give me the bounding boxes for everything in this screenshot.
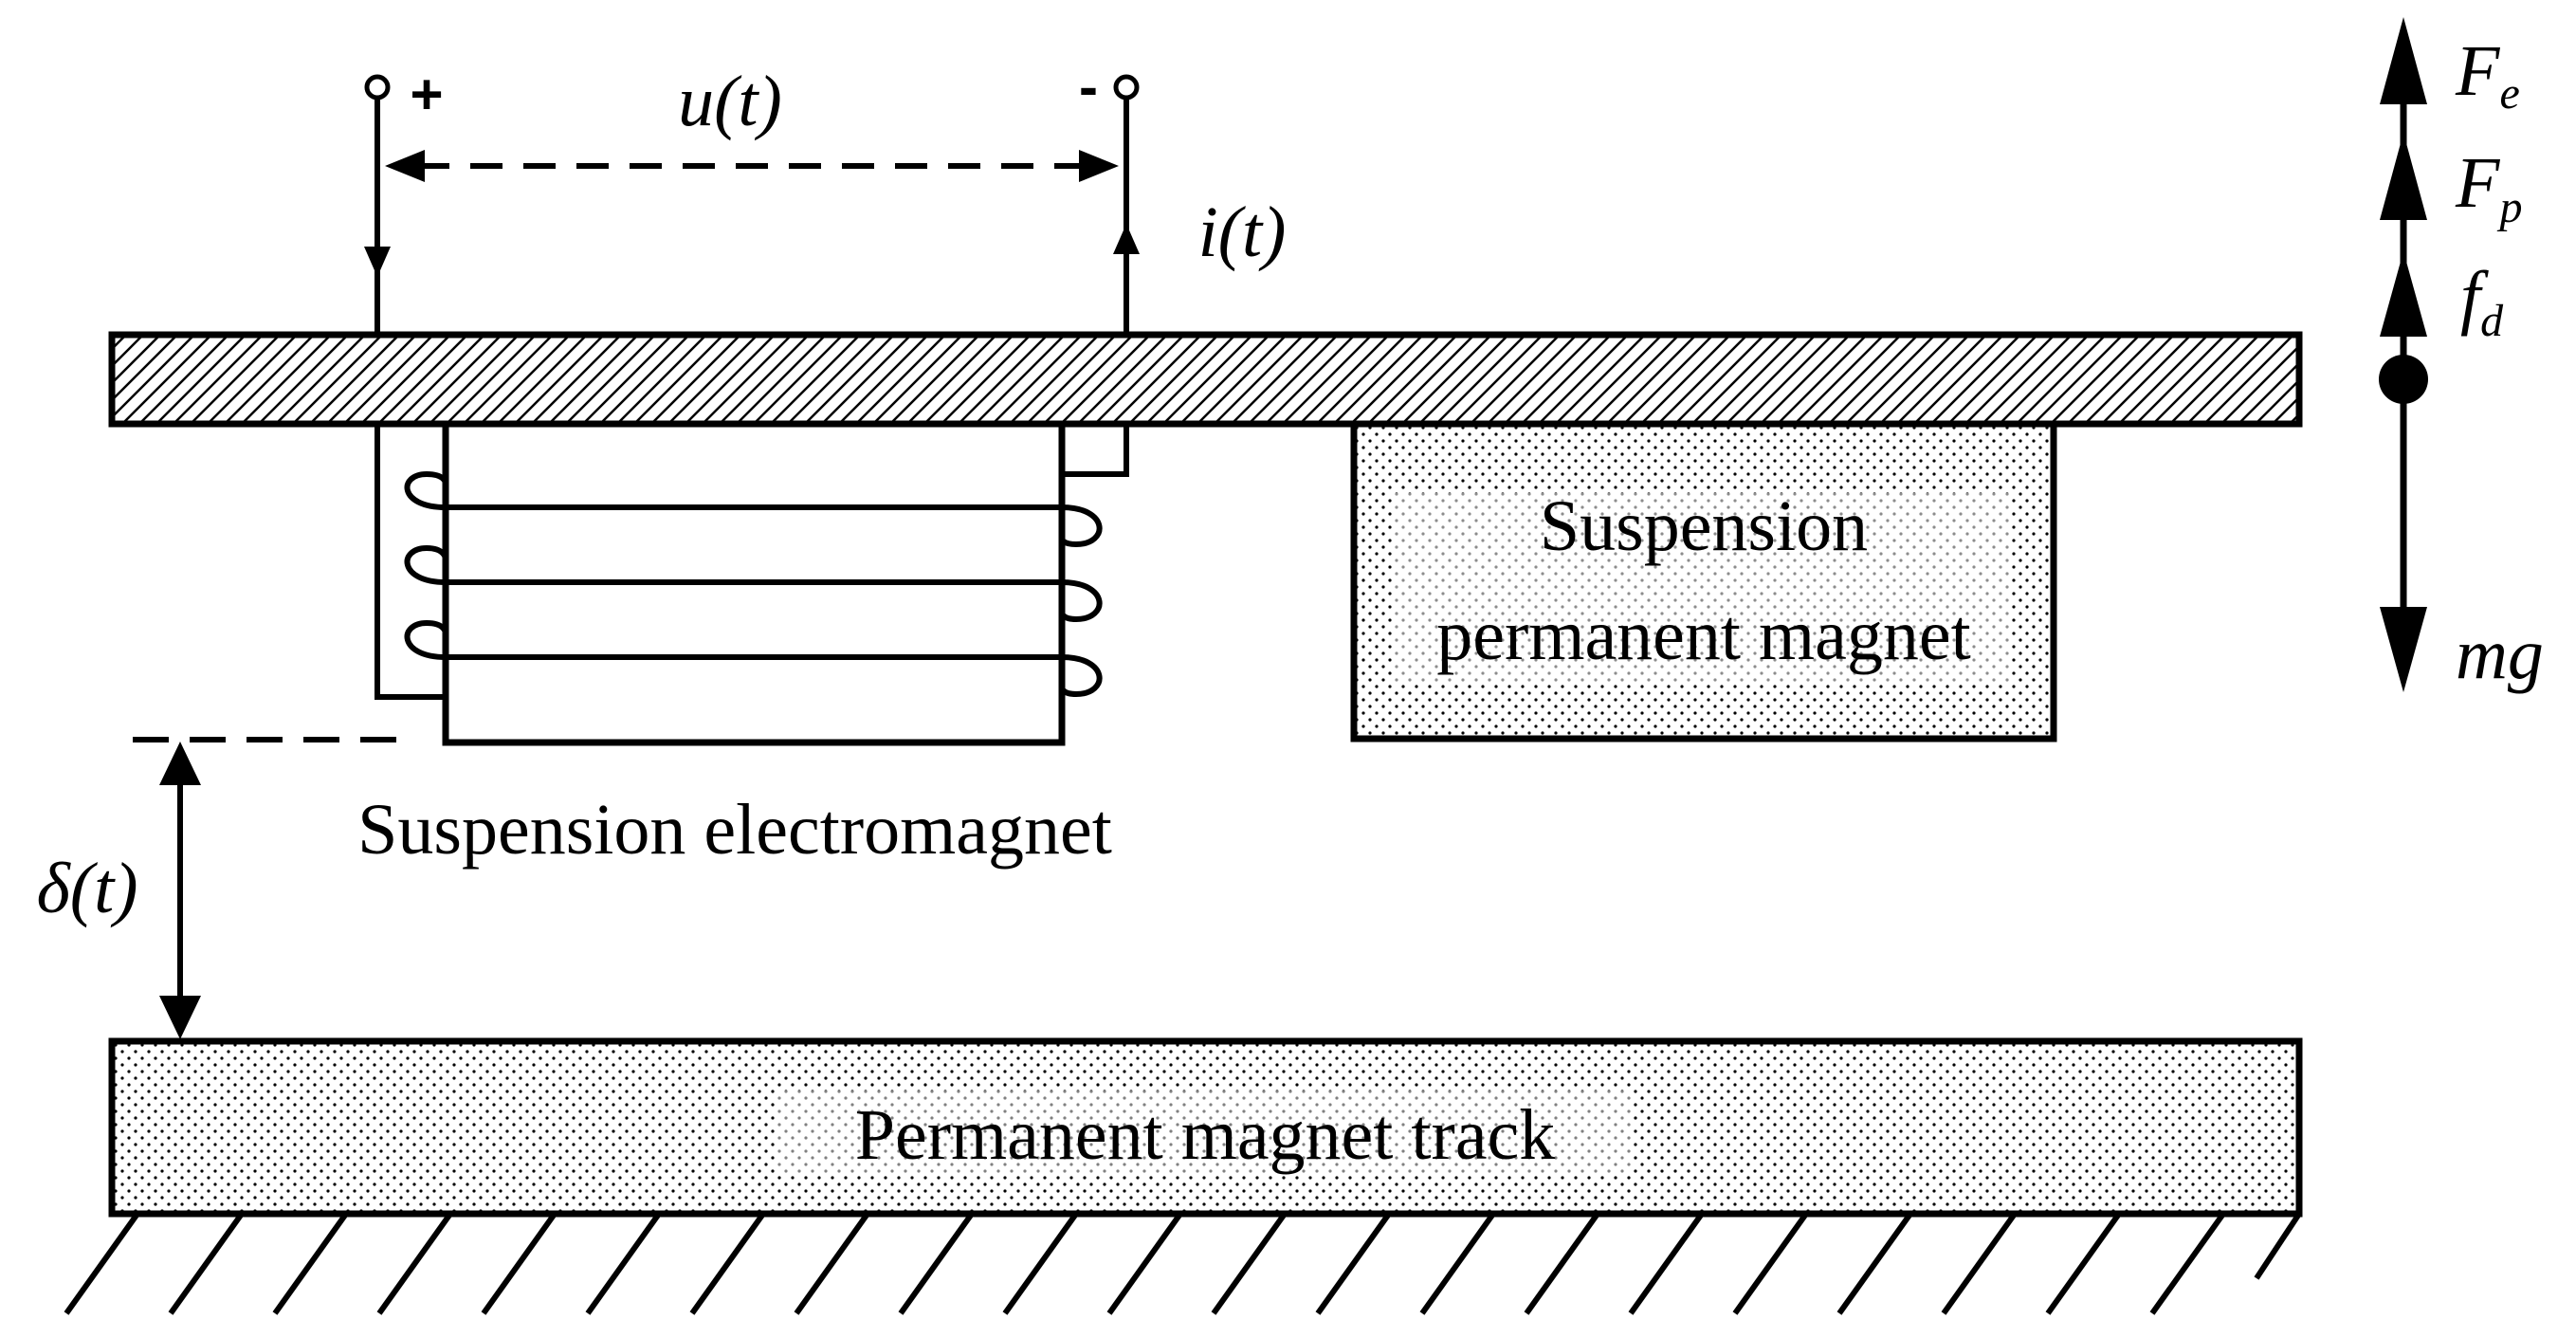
mass-point-icon: [2379, 355, 2428, 404]
positive-terminal: [364, 74, 391, 101]
current-arrow-up-icon: [1113, 224, 1140, 254]
current-label: i(t): [1198, 192, 1287, 272]
gap-arrow: [159, 742, 201, 1039]
coil-lead-wires: [375, 95, 1129, 700]
force-arrow-fp-icon: [2380, 133, 2427, 220]
voltage-arrow: [385, 150, 1119, 182]
negative-terminal: [1113, 74, 1140, 101]
minus-sign: -: [1079, 55, 1098, 119]
fe-label: Fe: [2455, 31, 2520, 119]
force-arrow-fd-icon: [2380, 251, 2427, 337]
suspension-pm-label-line2: permanent magnet: [1436, 596, 1970, 675]
suspension-pm-label-line1: Suspension: [1540, 486, 1868, 566]
force-arrow-mg-icon: [2380, 607, 2427, 692]
carrier-plate: [108, 331, 2303, 428]
voltage-label: u(t): [678, 62, 782, 141]
fd-label: fd: [2460, 257, 2504, 346]
electromagnet-coil: [404, 470, 1103, 698]
current-arrow-down-icon: [364, 247, 391, 277]
force-diagram: [2379, 17, 2428, 692]
force-arrow-fe-icon: [2380, 17, 2427, 104]
ground-hatching: [64, 1212, 2302, 1315]
fp-label: Fp: [2455, 143, 2522, 232]
mg-label: mg: [2456, 614, 2544, 694]
track-label: Permanent magnet track: [855, 1095, 1556, 1175]
gap-label: δ(t): [36, 849, 137, 928]
suspension-electromagnet-label: Suspension electromagnet: [357, 790, 1112, 870]
plus-sign: +: [410, 63, 443, 126]
